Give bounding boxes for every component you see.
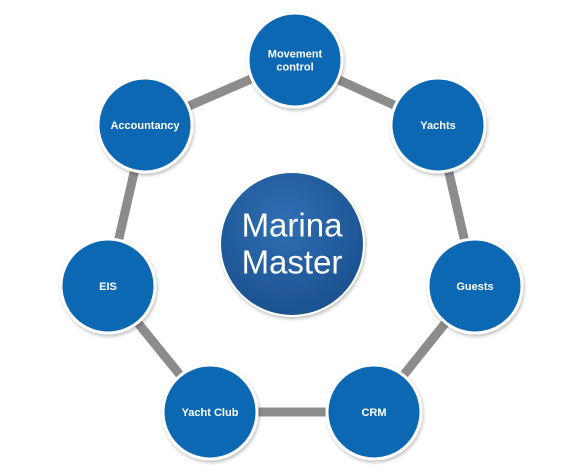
node-circle[interactable] <box>161 363 259 461</box>
center-label: Master <box>242 244 343 281</box>
node-crm[interactable]: CRM <box>325 363 423 461</box>
node-guests[interactable]: Guests <box>426 237 524 335</box>
node-yachts[interactable]: Yachts <box>389 76 487 174</box>
node-label: Guests <box>456 281 493 293</box>
node-circle[interactable] <box>389 76 487 174</box>
node-circle[interactable] <box>426 237 524 335</box>
node-circle[interactable] <box>96 76 194 174</box>
node-yacht-club[interactable]: Yacht Club <box>161 363 259 461</box>
node-circle[interactable] <box>325 363 423 461</box>
node-circle[interactable] <box>246 11 344 109</box>
node-eis[interactable]: EIS <box>59 237 157 335</box>
node-accountancy[interactable]: Accountancy <box>96 76 194 174</box>
node-label: CRM <box>361 407 386 419</box>
node-circle[interactable] <box>59 237 157 335</box>
center-circle <box>219 171 365 317</box>
node-label: Movement <box>268 49 323 61</box>
node-label: Accountancy <box>110 120 180 132</box>
node-label: Yacht Club <box>182 407 239 419</box>
center-label: Marina <box>242 207 344 244</box>
node-label: EIS <box>99 281 117 293</box>
node-label: control <box>276 62 313 74</box>
node-label: Yachts <box>420 120 455 132</box>
